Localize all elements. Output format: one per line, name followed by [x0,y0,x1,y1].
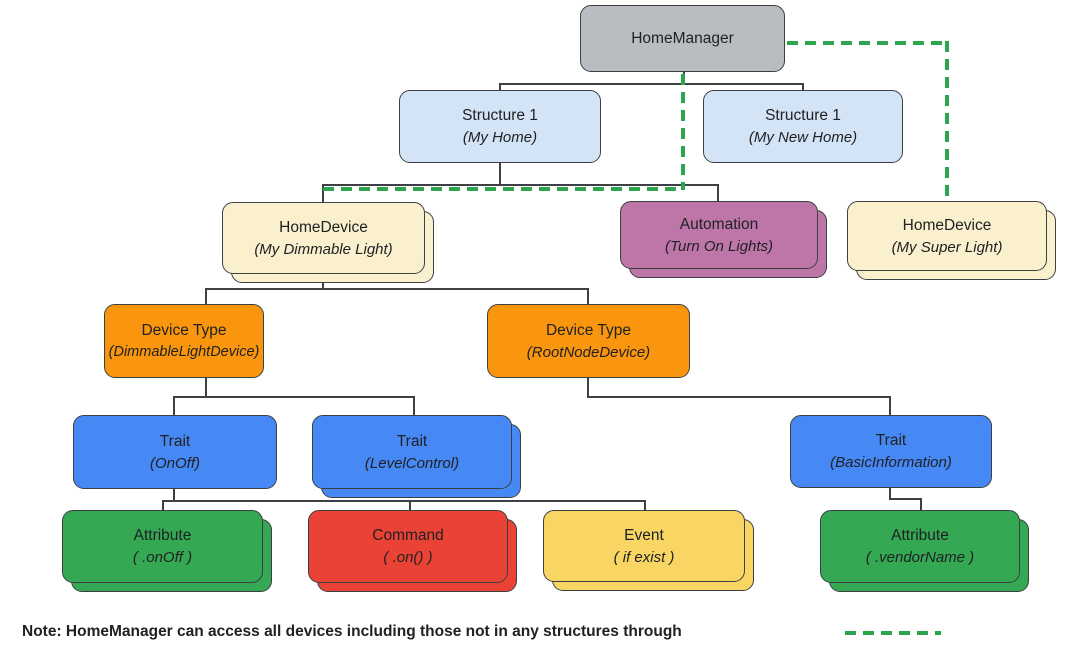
connector-line [413,396,415,415]
node-attribute-vendorname: Attribute ( .vendorName ) [820,510,1029,592]
connector-line [889,488,891,500]
node-subtitle: (DimmableLightDevice) [108,343,260,360]
node-homedevice-my-dimmable-light: HomeDevice (My Dimmable Light) [222,202,434,283]
node-homemanager: HomeManager [580,5,785,72]
node-attribute-onoff: Attribute ( .onOff ) [62,510,272,592]
connector-line [500,83,804,85]
node-event-if-exist: Event ( if exist ) [543,510,754,591]
node-subtitle: ( .vendorName ) [865,549,975,566]
node-title: Attribute [891,527,949,544]
node-title: Attribute [133,527,192,544]
node-devicetype-rootnodedevice: Device Type (RootNodeDevice) [487,304,690,378]
node-structure-my-home: Structure 1 (My Home) [399,90,601,163]
node-title: Trait [159,432,191,450]
node-title: Event [624,526,664,544]
node-subtitle: ( if exist ) [613,548,675,566]
node-homedevice-my-super-light: HomeDevice (My Super Light) [847,201,1056,280]
connector-line [499,83,501,91]
connector-line [322,184,324,203]
node-title: Structure 1 [765,107,841,124]
node-subtitle: (My Home) [462,129,538,146]
connector-line [173,396,415,398]
node-title: Structure 1 [462,107,538,124]
green-dashed-link [787,41,949,45]
connector-line [173,396,175,415]
connector-line [644,500,646,510]
connector-line [409,500,411,510]
node-automation-turn-on-lights: Automation (Turn On Lights) [620,201,827,278]
connector-line [717,184,719,202]
connector-line [499,163,501,185]
node-subtitle: (Turn On Lights) [664,237,774,255]
green-dashed-legend [845,631,941,635]
connector-line [322,184,719,186]
connector-line [587,378,589,398]
connector-line [173,489,175,502]
node-subtitle: (My New Home) [748,129,858,146]
node-subtitle: (RootNodeDevice) [526,343,651,361]
node-subtitle: (BasicInformation) [830,454,952,471]
node-title: HomeManager [631,30,734,47]
connector-line [205,378,207,398]
node-trait-levelcontrol: Trait (LevelControl) [312,415,521,498]
node-subtitle: (My Dimmable Light) [254,240,393,258]
node-devicetype-dimmablelightdevice: Device Type (DimmableLightDevice) [104,304,264,378]
connector-line [920,498,922,510]
green-dashed-link [945,41,949,201]
connector-line [205,288,207,305]
node-trait-onoff: Trait (OnOff) [73,415,277,489]
node-subtitle: ( .on() ) [383,549,433,566]
node-title: Device Type [141,321,227,339]
connector-line [802,83,804,91]
connector-line [162,500,646,502]
node-title: Automation [679,215,759,233]
connector-line [889,396,891,415]
node-title: Device Type [545,321,631,339]
connector-line [205,288,589,290]
node-subtitle: ( .onOff ) [132,549,193,566]
connector-line [587,288,589,305]
node-trait-basicinformation: Trait (BasicInformation) [790,415,992,488]
node-subtitle: (My Super Light) [891,238,1003,256]
connector-line [587,396,891,398]
node-title: Trait [875,432,907,449]
node-subtitle: (LevelControl) [364,454,460,472]
connector-line [162,500,164,510]
connector-line [889,498,922,500]
node-subtitle: (OnOff) [149,454,200,472]
green-dashed-link [323,187,683,191]
node-title: Trait [396,432,428,450]
node-title: Command [372,527,444,544]
node-command-on: Command ( .on() ) [308,510,517,592]
node-title: HomeDevice [279,218,368,236]
node-title: HomeDevice [902,216,992,234]
node-structure-my-new-home: Structure 1 (My New Home) [703,90,903,163]
footnote-text: Note: HomeManager can access all devices… [22,623,682,640]
green-dashed-link [681,74,685,190]
